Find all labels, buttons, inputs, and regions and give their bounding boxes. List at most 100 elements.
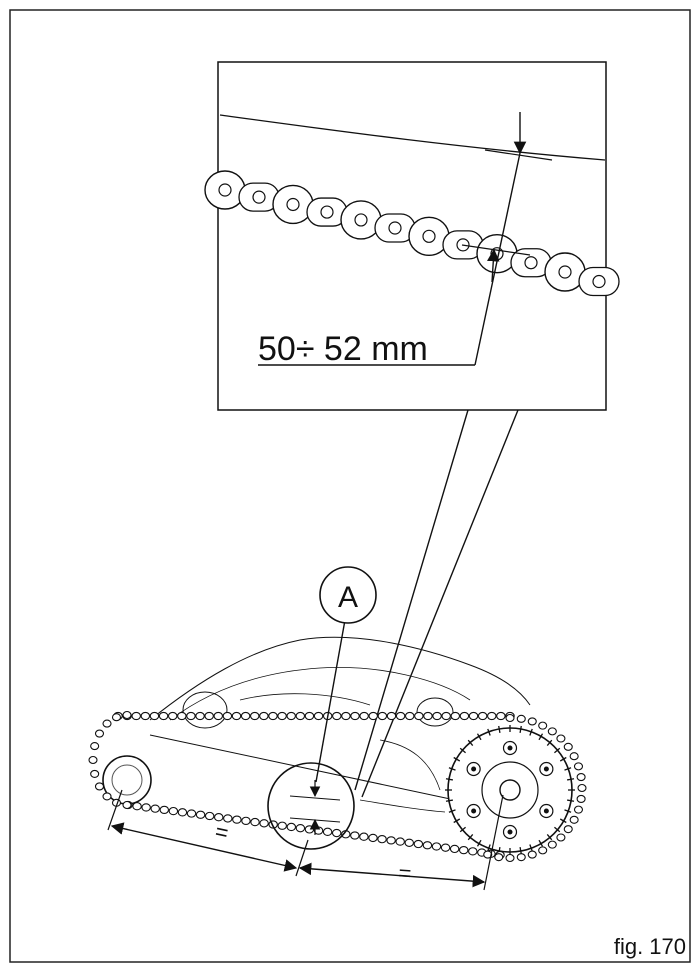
- chain-link: [577, 783, 587, 793]
- chain-link: [468, 711, 479, 721]
- chain-link: [122, 800, 132, 810]
- chain-link: [576, 772, 586, 782]
- chain-link: [304, 711, 315, 721]
- chain-link: [322, 827, 333, 836]
- chain-link: [222, 711, 233, 721]
- point-a-label: A: [338, 581, 358, 614]
- chain-link: [423, 711, 433, 721]
- motorcycle-outline: [149, 636, 531, 813]
- sprocket-tooth: [453, 818, 461, 824]
- chain-link: [414, 711, 424, 721]
- chain-link: [223, 814, 233, 823]
- chain-link: [538, 721, 548, 730]
- drive-chain: [88, 710, 587, 863]
- chain-link: [458, 845, 469, 855]
- circle-tick-top: [289, 795, 341, 801]
- chain-link: [404, 838, 415, 847]
- sprocket-tooth: [445, 799, 453, 802]
- chain-link: [569, 815, 579, 824]
- chain-link: [204, 811, 215, 821]
- sprocket-tooth: [519, 725, 522, 733]
- chain-link: [440, 843, 451, 852]
- chain-link: [547, 840, 557, 849]
- chain-link: [368, 833, 378, 843]
- chain-link: [295, 711, 306, 721]
- chain-link: [150, 804, 160, 813]
- reference-line: [219, 114, 606, 161]
- chain-link: [341, 711, 351, 721]
- sprocket-tooth: [546, 739, 553, 746]
- chain-link: [527, 850, 537, 859]
- chain-link: [122, 710, 132, 720]
- chain-link: [483, 850, 493, 859]
- equal-dimension-left: [110, 822, 298, 872]
- equal-label-left: =: [213, 818, 231, 845]
- chain-pin: [252, 190, 266, 204]
- point-a-leader: [315, 619, 346, 783]
- dim-extension-rear: [483, 794, 504, 891]
- chain-link: [90, 769, 100, 778]
- chain-link: [231, 711, 242, 721]
- sprocket-tooth: [546, 834, 553, 841]
- chain-link: [538, 846, 548, 855]
- sprocket-tooth: [554, 826, 561, 833]
- sprocket-bolt: [543, 808, 549, 814]
- sprocket-tooth: [476, 839, 482, 847]
- chain-link: [90, 742, 100, 751]
- chain-link: [377, 834, 387, 844]
- body-outline: [149, 636, 531, 721]
- figure-frame: [9, 9, 691, 963]
- rear-sprocket: [445, 725, 575, 855]
- chain-link: [186, 809, 197, 818]
- chain-link: [573, 762, 584, 771]
- chain-closeup: [204, 170, 620, 297]
- chain-link: [359, 832, 369, 841]
- chain-link: [422, 841, 433, 850]
- sprocket-tooth: [459, 747, 466, 754]
- chain-link: [240, 711, 251, 721]
- inspection-circle: [267, 762, 355, 850]
- chain-link: [250, 817, 260, 827]
- sprocket-tooth: [529, 728, 533, 736]
- chain-link: [487, 711, 497, 721]
- sprocket-tooth: [467, 739, 474, 746]
- frame-detail: [182, 691, 228, 729]
- chain-link: [159, 805, 170, 815]
- chain-pin: [422, 229, 436, 243]
- sprocket-bolt: [543, 766, 549, 772]
- chain-link: [241, 816, 251, 826]
- chain-link: [286, 711, 296, 721]
- chain-link: [441, 711, 451, 721]
- chain-link: [132, 802, 142, 811]
- chain-link: [368, 711, 379, 721]
- chain-link: [94, 729, 105, 738]
- point-a-bubble: [319, 566, 377, 624]
- sprocket-tooth: [476, 733, 482, 741]
- sprocket-bolt: [471, 808, 477, 814]
- chain-pin: [558, 265, 572, 279]
- sprocket-tooth: [564, 767, 572, 771]
- sprocket-tooth: [467, 834, 474, 841]
- sprocket-tooth: [554, 747, 561, 754]
- sprocket-tooth: [487, 844, 491, 852]
- chain-link: [404, 711, 415, 721]
- chain-link: [313, 711, 324, 721]
- sprocket-bolt: [507, 829, 513, 835]
- callout-leader-left: [354, 409, 469, 791]
- chain-link: [527, 717, 537, 726]
- dimension-leader: [474, 152, 521, 366]
- sprocket-tooth: [448, 809, 456, 813]
- chain-link: [268, 711, 278, 721]
- chain-link: [286, 822, 297, 832]
- detail-callout: 50÷ 52 mm: [204, 61, 620, 411]
- dimension-arrow-bottom: [487, 248, 500, 283]
- figure-number: fig. 170: [614, 934, 686, 959]
- sprocket-tooth: [538, 733, 544, 741]
- chain-link: [259, 711, 269, 721]
- sprocket-tooth: [567, 778, 575, 781]
- sprocket-tooth: [559, 818, 567, 824]
- chain-pin: [320, 205, 334, 219]
- chain-link: [413, 839, 424, 849]
- equal-dimension-right: [298, 862, 486, 888]
